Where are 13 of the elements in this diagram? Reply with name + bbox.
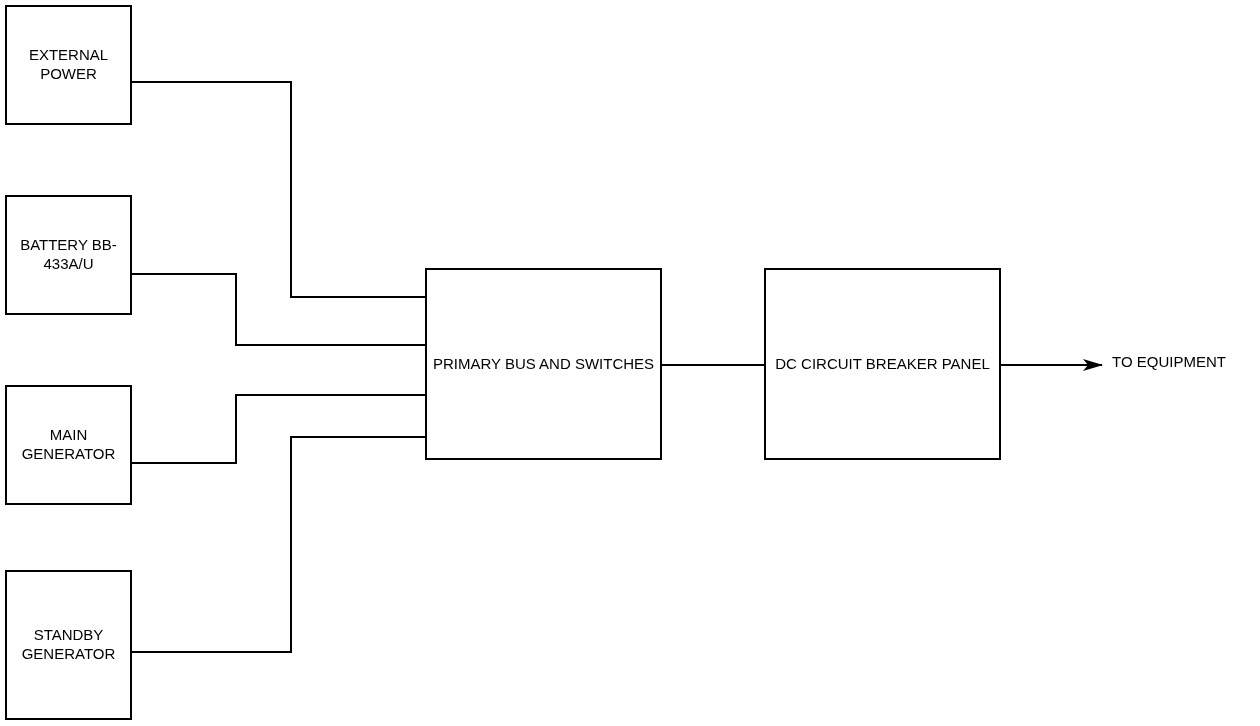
process-box: EXTERNAL POWER bbox=[5, 5, 132, 125]
connector-line bbox=[661, 364, 765, 366]
connector-line bbox=[131, 394, 426, 464]
process-box: DC CIRCUIT BREAKER PANEL bbox=[764, 268, 1001, 460]
arrow bbox=[1000, 359, 1103, 371]
process-box: STANDBY GENERATOR bbox=[5, 570, 132, 720]
connector-line bbox=[131, 81, 426, 298]
process-box: MAIN GENERATOR bbox=[5, 385, 132, 505]
connector-line bbox=[131, 273, 426, 346]
process-box: BATTERY BB-433A/U bbox=[5, 195, 132, 315]
connector-line bbox=[131, 436, 426, 653]
text-label: TO EQUIPMENT bbox=[1112, 340, 1252, 384]
process-box: PRIMARY BUS AND SWITCHES bbox=[425, 268, 662, 460]
